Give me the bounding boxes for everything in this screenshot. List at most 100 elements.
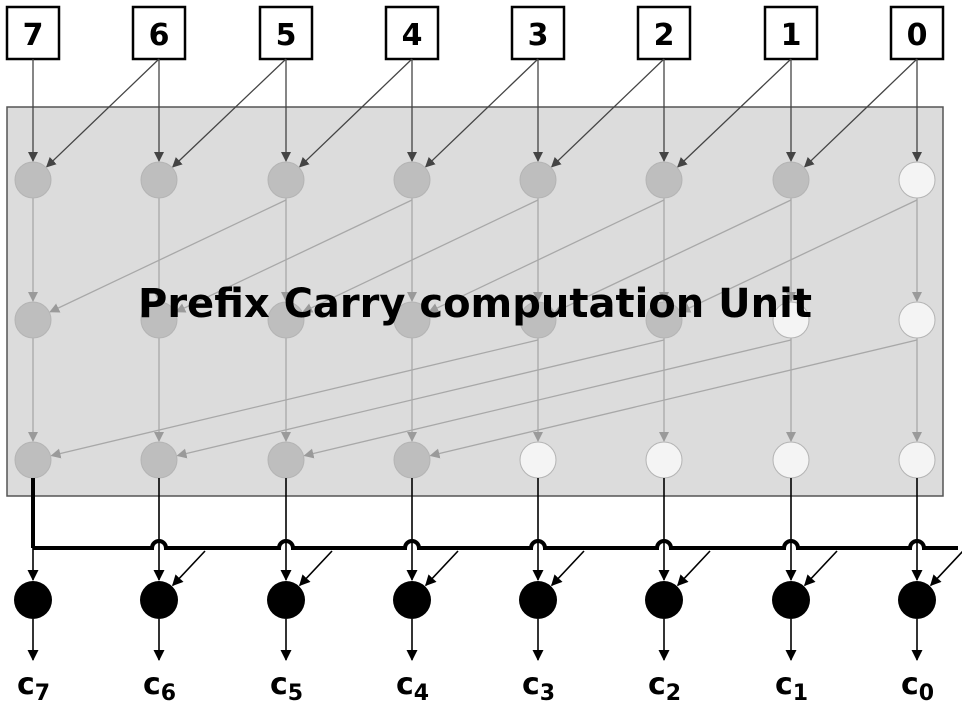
input-label: 0	[907, 18, 928, 53]
prefix-node-active	[393, 301, 431, 339]
carry-output-c0: c0	[898, 478, 962, 704]
input-box	[636, 5, 692, 61]
prefix-node-passive	[645, 441, 683, 479]
prefix-node-active	[14, 441, 52, 479]
input-label: 2	[654, 18, 675, 53]
output-label: c4	[396, 667, 429, 704]
input-label: 3	[528, 18, 549, 53]
prefix-network-nodes	[14, 161, 936, 479]
input-bit-1: 1	[677, 5, 819, 168]
output-node	[140, 581, 178, 619]
input-box	[258, 5, 314, 61]
output-label: c5	[270, 667, 303, 704]
stage2-diagonal	[176, 339, 665, 459]
output-label: c1	[775, 667, 808, 704]
carry-outputs: c7 c6 c5 c4 c3 c2 c1 c0	[14, 478, 962, 704]
input-bit-4: 4	[298, 5, 440, 168]
bus-tap-wire	[930, 550, 962, 587]
prefix-node-active	[14, 161, 52, 199]
stage1-diagonal	[680, 199, 918, 313]
prefix-node-active	[519, 161, 557, 199]
prefix-node-active	[645, 161, 683, 199]
prefix-node-passive	[898, 161, 936, 199]
bus-tap-wire	[677, 550, 711, 587]
input-box	[384, 5, 440, 61]
input-bit-3: 3	[424, 5, 566, 168]
prefix-node-passive	[772, 441, 810, 479]
stage2-diagonal	[50, 339, 539, 459]
input-diagonal-wire	[45, 58, 160, 168]
input-bit-6: 6	[45, 5, 187, 168]
prefix-node-active	[140, 161, 178, 199]
prefix-node-active	[267, 441, 305, 479]
prefix-network-wires	[28, 198, 922, 459]
prefix-node-passive	[898, 441, 936, 479]
input-label: 5	[276, 18, 297, 53]
carry-output-c4: c4	[393, 478, 459, 704]
input-bit-0: 0	[803, 5, 945, 168]
carry-bus	[33, 539, 958, 550]
stage1-diagonal	[302, 199, 539, 313]
prefix-node-active	[267, 161, 305, 199]
stage1-diagonal	[428, 199, 665, 313]
prefix-node-active	[140, 301, 178, 339]
carry-output-c3: c3	[519, 478, 585, 704]
input-bit-7: 7	[5, 5, 61, 162]
input-label: 6	[149, 18, 170, 53]
bus-tap-wire	[172, 550, 206, 587]
bus-tap-wire	[551, 550, 585, 587]
bus-tap-wire	[804, 550, 838, 587]
prefix-node-active	[645, 301, 683, 339]
bus-tap-wire	[425, 550, 459, 587]
carry-output-c7: c7	[14, 548, 52, 704]
bus-tap-wire	[299, 550, 333, 587]
stage2-diagonal	[429, 339, 918, 459]
output-node	[645, 581, 683, 619]
output-node	[772, 581, 810, 619]
output-node	[898, 581, 936, 619]
prefix-node-passive	[519, 441, 557, 479]
prefix-node-active	[267, 301, 305, 339]
output-label: c0	[901, 667, 934, 704]
input-box	[510, 5, 566, 61]
prefix-node-active	[519, 301, 557, 339]
stage1-diagonal	[554, 199, 792, 313]
prefix-node-passive	[772, 301, 810, 339]
output-label: c6	[143, 667, 176, 704]
carry-output-c2: c2	[645, 478, 711, 704]
input-diagonal-wire	[677, 58, 792, 168]
input-bit-2: 2	[550, 5, 692, 168]
output-node	[14, 581, 52, 619]
prefix-node-active	[393, 161, 431, 199]
input-diagonal-wire	[550, 58, 665, 168]
output-node	[393, 581, 431, 619]
carry-output-c5: c5	[267, 478, 333, 704]
input-diagonal-wire	[424, 58, 539, 168]
prefix-node-active	[772, 161, 810, 199]
input-box	[889, 5, 945, 61]
stage1-diagonal	[175, 199, 413, 313]
output-label: c3	[522, 667, 555, 704]
carry-output-c1: c1	[772, 478, 838, 704]
input-diagonal-wire	[298, 58, 413, 168]
prefix-node-active	[393, 441, 431, 479]
prefix-node-active	[14, 301, 52, 339]
input-diagonal-wire	[803, 58, 918, 168]
carry-output-c6: c6	[140, 478, 206, 704]
input-diagonal-wire	[172, 58, 287, 168]
input-label: 7	[23, 18, 44, 53]
prefix-node-active	[140, 441, 178, 479]
input-bits: 7 6 5 4 3 2 1 0	[5, 5, 945, 168]
prefix-node-passive	[898, 301, 936, 339]
unit-label: Prefix Carry computation Unit	[138, 281, 812, 327]
output-node	[519, 581, 557, 619]
output-node	[267, 581, 305, 619]
input-label: 4	[402, 18, 423, 53]
input-bit-5: 5	[172, 5, 314, 168]
input-box	[131, 5, 187, 61]
stage1-diagonal	[49, 199, 287, 313]
stage2-diagonal	[303, 339, 792, 459]
input-label: 1	[781, 18, 802, 53]
output-label: c7	[17, 667, 50, 704]
